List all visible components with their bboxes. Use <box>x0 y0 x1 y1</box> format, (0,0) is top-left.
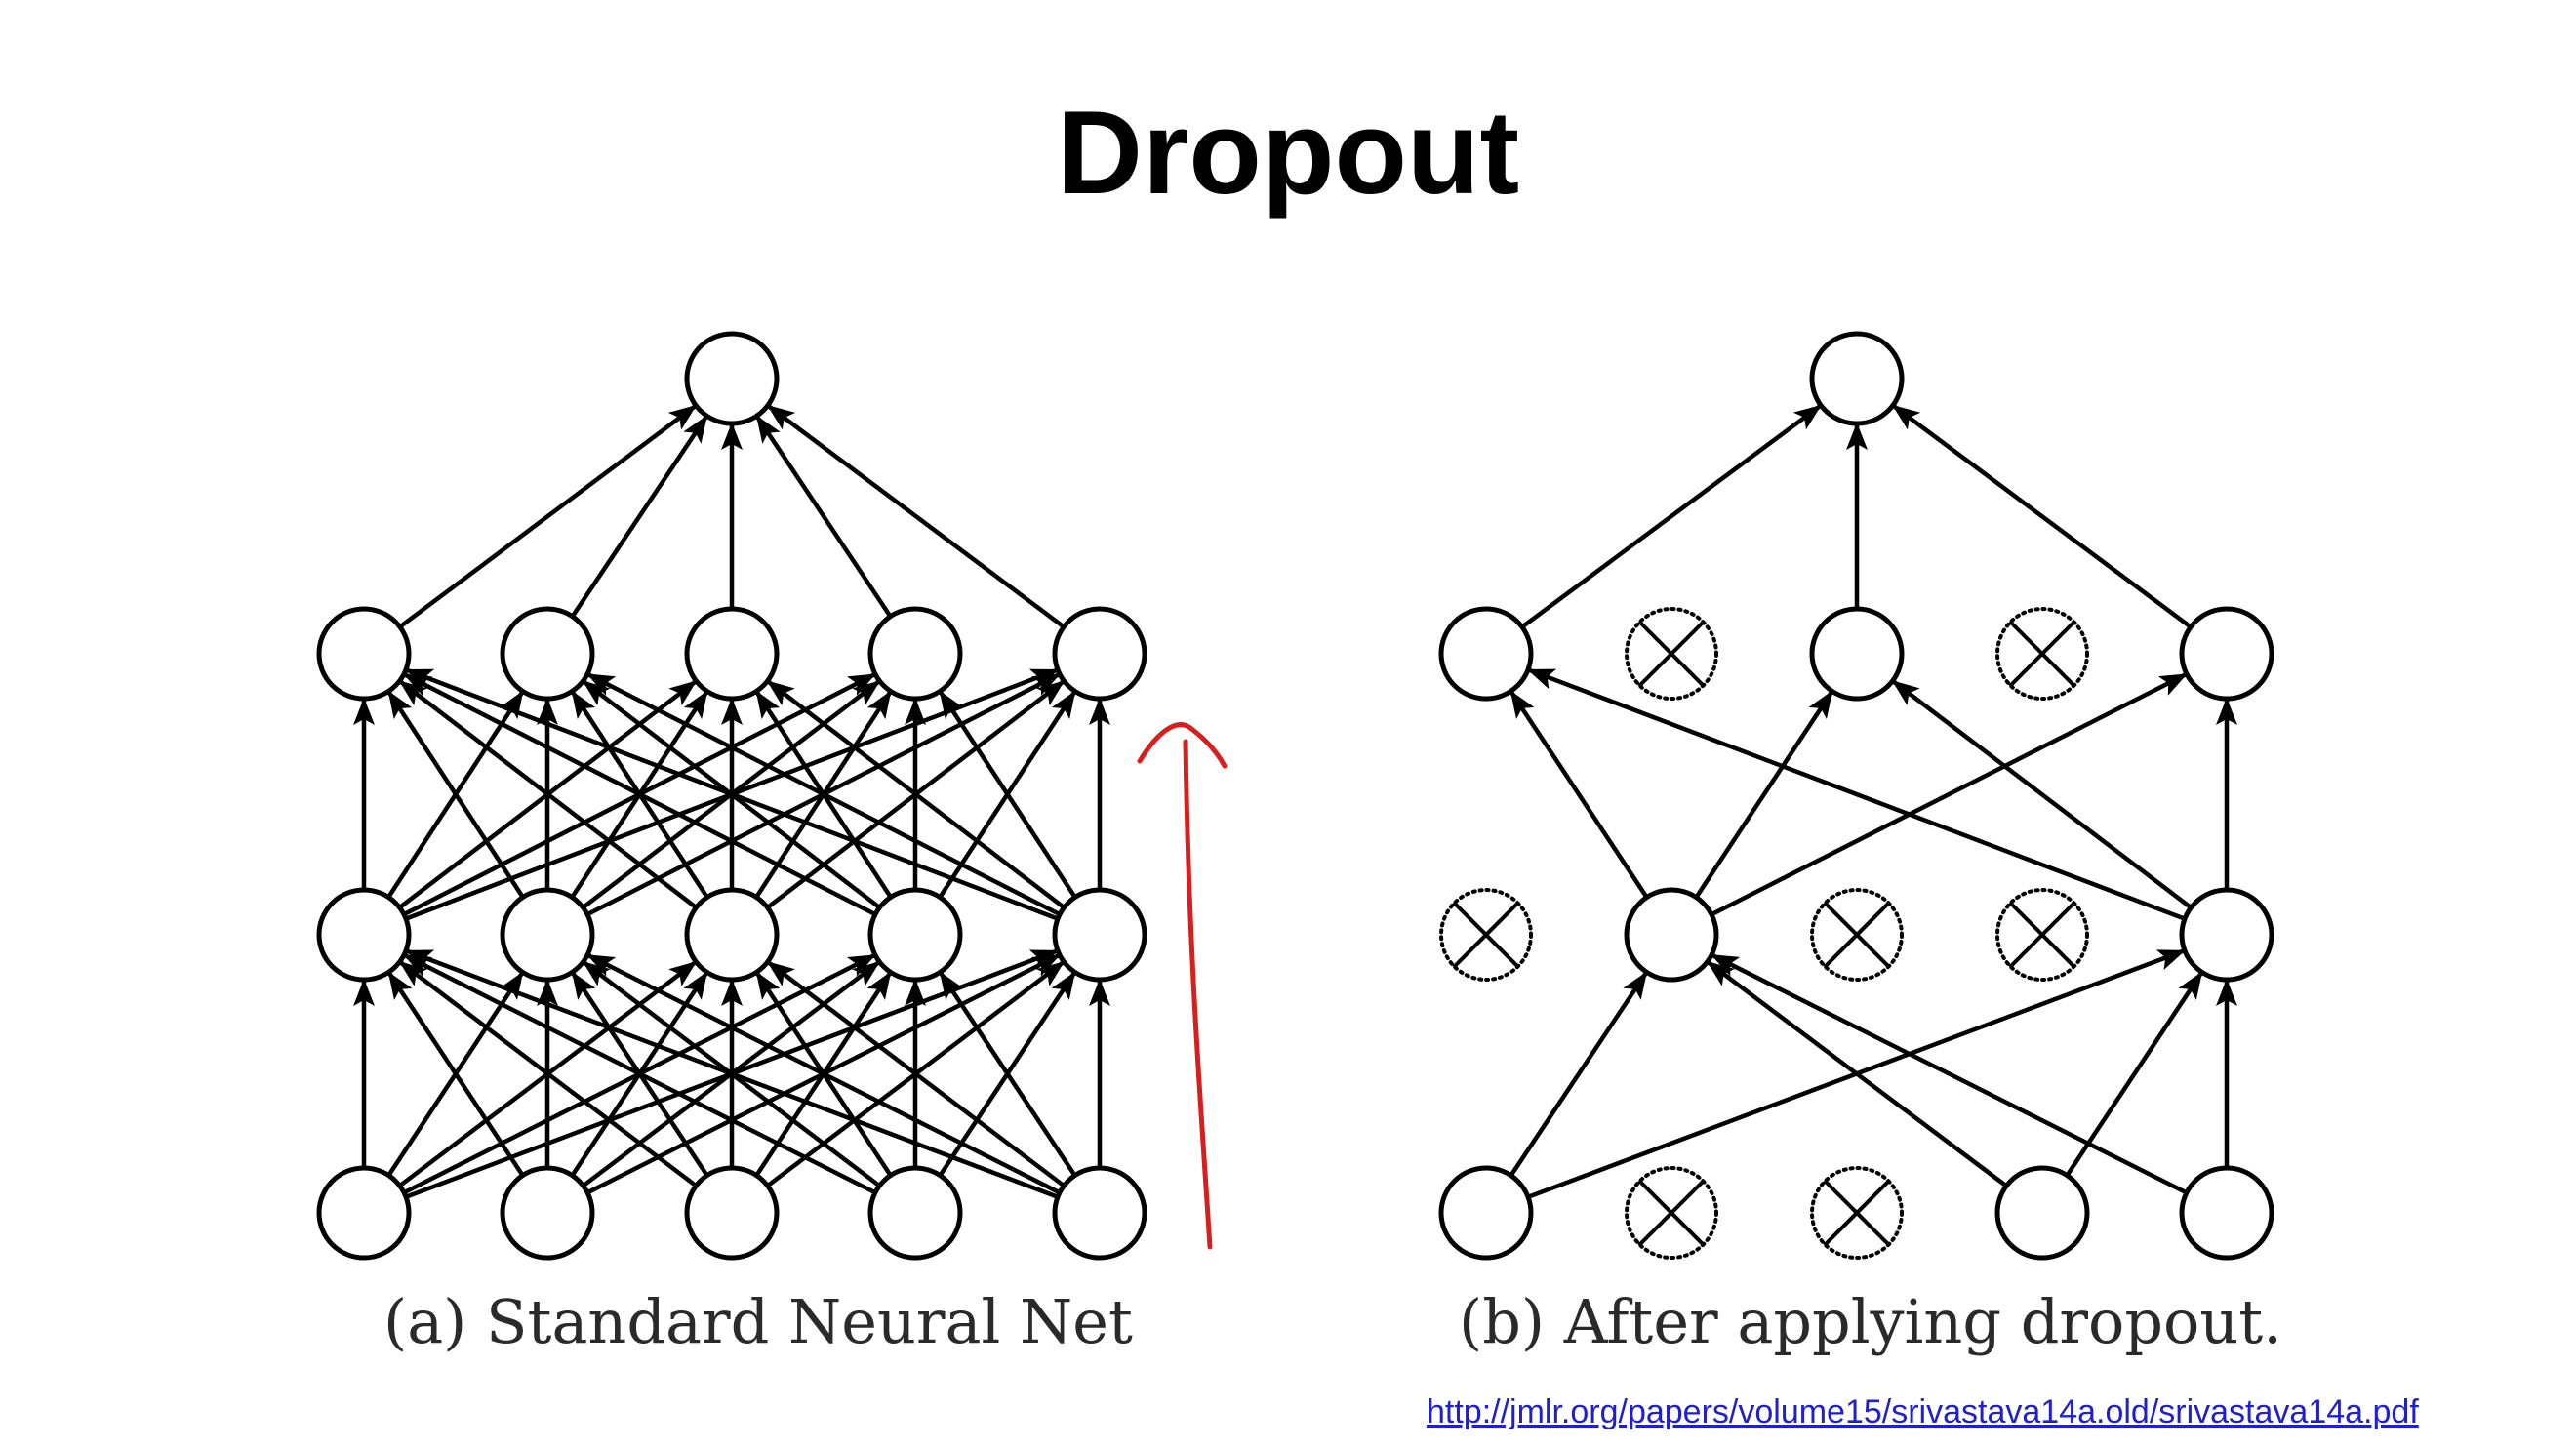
dropout-network <box>1438 331 2274 1261</box>
cross-circle-icon <box>1439 888 1533 982</box>
connection-arrow <box>1891 679 2193 909</box>
connection-arrow <box>1711 672 2188 917</box>
connection-arrow <box>767 404 1066 629</box>
paper-link[interactable]: http://jmlr.org/papers/volume15/srivasta… <box>1427 1393 2419 1430</box>
units <box>316 331 1147 1261</box>
units <box>1438 331 2274 1261</box>
neuron-unit <box>2179 606 2274 702</box>
cross-circle-icon <box>1995 888 2089 982</box>
neuron-unit <box>316 1165 412 1261</box>
neuron-unit <box>867 1165 963 1261</box>
connection-arrow <box>938 690 1077 899</box>
connection-arrow <box>403 672 877 917</box>
neuron-unit <box>684 1165 780 1261</box>
connection-arrow <box>755 415 893 618</box>
hand-drawn-arrow-icon <box>1137 722 1228 1250</box>
neuron-unit <box>1052 606 1147 702</box>
connection-arrow <box>939 971 1077 1177</box>
connection-arrow <box>1694 690 1833 899</box>
connection-arrow <box>398 679 698 909</box>
caption-standard-net: (a) Standard Neural Net <box>383 1286 1133 1357</box>
connections <box>353 404 1110 1199</box>
neuron-unit <box>316 606 412 702</box>
neuron-unit <box>867 606 963 702</box>
connection-arrow <box>766 679 1066 909</box>
connection-arrow <box>1892 404 2193 629</box>
connection-arrow <box>1520 404 1822 629</box>
connection-arrow <box>405 948 1059 1199</box>
connection-arrow <box>1527 667 2186 921</box>
connection-arrow <box>586 953 1061 1195</box>
cross-circle-icon <box>1625 607 1718 701</box>
neuron-unit <box>1052 887 1147 983</box>
cross-circle-icon <box>1810 888 1904 982</box>
connection-arrow <box>766 960 1066 1188</box>
cross-circle-icon <box>1810 1166 1904 1260</box>
cross-circle-icon <box>1995 607 2089 701</box>
connection-arrow <box>1706 960 2008 1188</box>
neuron-unit <box>684 606 780 702</box>
connection-arrow <box>1711 953 2188 1195</box>
neuron-unit <box>1438 606 1534 702</box>
cross-circle-icon <box>1625 1166 1718 1260</box>
connection-arrow <box>570 415 708 619</box>
connection-arrow <box>398 404 697 629</box>
connection-arrow <box>403 953 876 1195</box>
connection-arrow <box>405 667 1059 921</box>
neuron-unit <box>684 331 780 426</box>
neuron-unit <box>1438 1165 1534 1261</box>
connection-arrow <box>586 672 1062 917</box>
neuron-unit <box>500 1165 595 1261</box>
neuron-unit <box>1809 331 1905 426</box>
caption-dropout-net: (b) After applying dropout. <box>1459 1286 2282 1357</box>
neuron-unit <box>1809 606 1905 702</box>
connection-arrow <box>398 960 698 1188</box>
neuron-unit <box>1624 887 1719 983</box>
connection-arrow <box>1509 971 1648 1177</box>
neuron-unit <box>1994 1165 2090 1261</box>
standard-network <box>316 331 1147 1261</box>
slide-title: Dropout <box>1056 86 1520 219</box>
neuron-unit <box>500 606 595 702</box>
neuron-unit <box>2179 887 2274 983</box>
neuron-unit <box>316 887 412 983</box>
neuron-unit <box>867 887 963 983</box>
neuron-unit <box>2179 1165 2274 1261</box>
neuron-unit <box>500 887 595 983</box>
connections <box>1509 404 2237 1199</box>
connection-arrow <box>1509 690 1649 899</box>
connection-arrow <box>386 690 525 899</box>
neuron-unit <box>1052 1165 1147 1261</box>
connection-arrow <box>387 971 525 1177</box>
neuron-unit <box>684 887 780 983</box>
